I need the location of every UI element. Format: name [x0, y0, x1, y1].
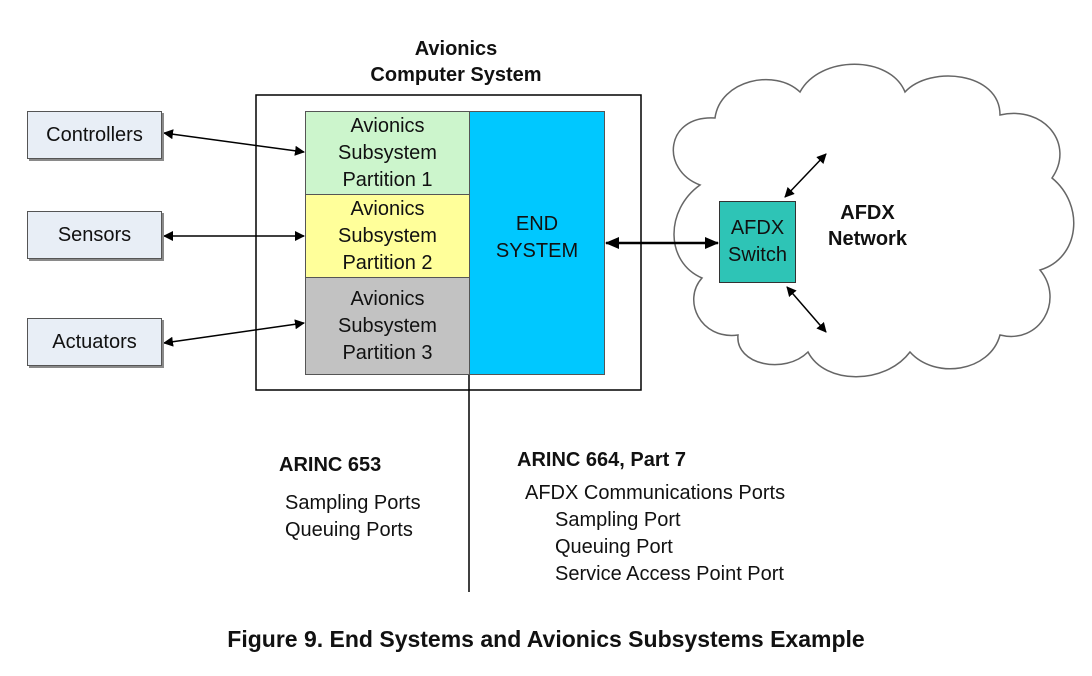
computer-system-title: Avionics Computer System — [356, 36, 556, 88]
actuators-box: Actuators — [27, 318, 162, 366]
arinc-664-port-item: Sampling Port — [555, 509, 681, 531]
controllers-label: Controllers — [46, 123, 143, 146]
network-label-line2: Network — [828, 228, 907, 250]
partition-1-line1: Avionics — [350, 114, 425, 137]
afdx-switch-line2: Switch — [728, 244, 787, 266]
arinc-664-port-item: Service Access Point Port — [555, 563, 784, 585]
afdx-network-label: AFDX Network — [815, 200, 920, 252]
arinc-664-port-group: AFDX Communications Ports — [525, 482, 786, 504]
sensors-box: Sensors — [27, 211, 162, 259]
partition-2-line3: Partition 2 — [342, 251, 433, 274]
switch-network-arrow-down — [786, 286, 827, 333]
sensors-label: Sensors — [57, 223, 132, 246]
arinc-653-port-item: Queuing Ports — [285, 519, 413, 541]
system-title-line1: Avionics — [414, 38, 498, 60]
partition-1-line3: Partition 1 — [342, 168, 433, 191]
end-system-box: END SYSTEM — [469, 111, 605, 375]
arinc-653-title: ARINC 653 — [279, 454, 382, 476]
partition-1-box: Avionics Subsystem Partition 1 — [305, 111, 470, 195]
arinc-664-title: ARINC 664, Part 7 — [517, 449, 686, 471]
controllers-box: Controllers — [27, 111, 162, 159]
end-system-line1: END — [515, 213, 559, 235]
switch-network-arrow-up — [784, 153, 827, 198]
afdx-switch-line1: AFDX — [730, 217, 785, 239]
partition-3-line3: Partition 3 — [342, 341, 433, 364]
partition-1-line2: Subsystem — [338, 141, 437, 164]
actuators-label: Actuators — [52, 330, 137, 353]
partition-2-line2: Subsystem — [338, 224, 437, 247]
system-title-line2: Computer System — [370, 64, 542, 86]
afdx-switch-box: AFDX Switch — [719, 201, 796, 283]
partition-3-line1: Avionics — [350, 287, 425, 310]
arinc-664-ports: AFDX Communications Ports Sampling Port … — [525, 480, 785, 588]
arinc-653-port-item: Sampling Ports — [285, 492, 421, 514]
partition-3-box: Avionics Subsystem Partition 3 — [305, 277, 470, 375]
end-system-line2: SYSTEM — [495, 240, 579, 262]
arinc-653-ports: Sampling Ports Queuing Ports — [285, 490, 421, 544]
figure-caption: Figure 9. End Systems and Avionics Subsy… — [227, 626, 865, 652]
network-label-line1: AFDX — [840, 202, 895, 224]
partition-2-box: Avionics Subsystem Partition 2 — [305, 194, 470, 278]
partition-3-line2: Subsystem — [338, 314, 437, 337]
actuators-arrow — [163, 319, 305, 347]
partition-2-line1: Avionics — [350, 197, 425, 220]
controllers-arrow — [163, 129, 305, 156]
arinc-664-port-item: Queuing Port — [555, 536, 673, 558]
